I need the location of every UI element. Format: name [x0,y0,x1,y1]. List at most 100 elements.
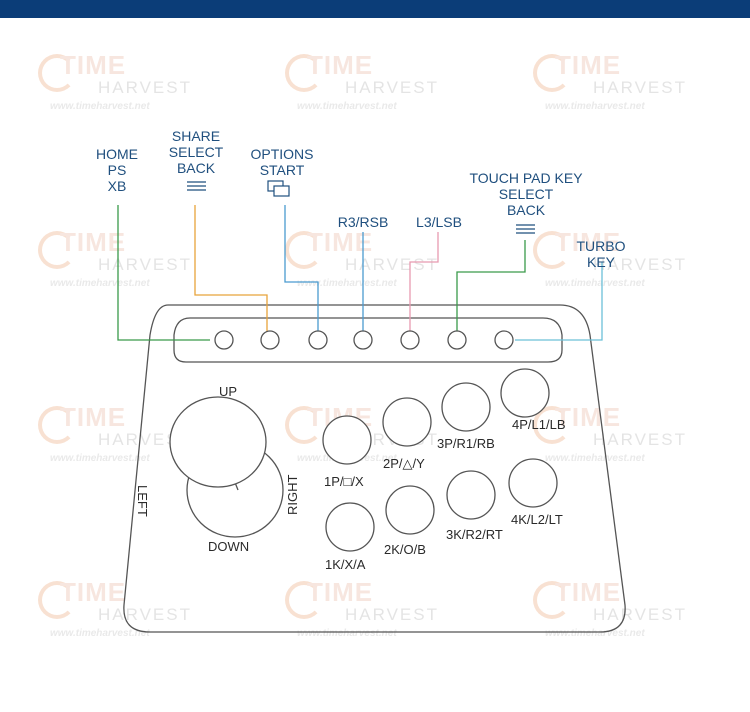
share-label: SHARE SELECT BACK [163,128,229,176]
button-1p[interactable] [322,415,372,465]
button-2k-label: 2K/O/B [384,542,426,557]
button-3p-label: 3P/R1/RB [437,436,495,451]
joystick-ball-top[interactable] [169,396,267,488]
watermark-line2: HARVEST [593,430,687,449]
watermark-swirl-icon [533,231,571,269]
watermark-url: www.timeharvest.net [50,453,150,464]
watermark-line2: HARVEST [345,78,439,97]
watermark-line2: HARVEST [98,605,192,624]
watermark-swirl-icon [38,231,76,269]
watermark-line2: HARVEST [345,605,439,624]
joystick-left-label: LEFT [135,485,150,517]
watermark-url: www.timeharvest.net [50,278,150,289]
button-4p-label: 4P/L1/LB [512,417,566,432]
watermark-line1: TIME [555,50,622,80]
share-label-line3: BACK [176,160,216,176]
button-2p-label: 2P/△/Y [383,456,425,471]
watermark-swirl-icon [533,54,571,92]
home-button[interactable] [214,330,234,350]
r3-button[interactable] [353,330,373,350]
watermark-swirl-icon [533,406,571,444]
watermark-line1: TIME [60,227,127,257]
watermark-line1: TIME [60,50,127,80]
joystick-down-label: DOWN [208,539,250,554]
watermark-line1: TIME [555,227,622,257]
home-leader-line [117,205,210,341]
watermark-swirl-icon [285,54,323,92]
l3-label: L3/LSB [416,214,462,230]
stick-top-panel-outline [173,317,563,363]
watermark-line1: TIME [60,577,127,607]
options-leader-line [284,205,319,332]
home-label-line1: HOME [96,146,138,162]
stick-body-outline [123,304,626,633]
watermark-url: www.timeharvest.net [545,278,645,289]
button-3k-label: 3K/R2/RT [446,527,503,542]
button-4p[interactable] [500,368,550,418]
button-1p-label: 1P/□/X [324,474,364,489]
watermark-url: www.timeharvest.net [297,278,397,289]
button-4k-label: 4K/L2/LT [511,512,563,527]
turbo-button[interactable] [494,330,514,350]
options-button[interactable] [308,330,328,350]
share-menu-icon [187,181,206,191]
watermark-url: www.timeharvest.net [50,628,150,639]
watermark-swirl-icon [285,581,323,619]
options-label: OPTIONS START [243,146,321,178]
turbo-label: TURBO KEY [570,238,632,270]
share-button[interactable] [260,330,280,350]
watermark-url: www.timeharvest.net [545,101,645,112]
share-label-line1: SHARE [171,128,221,144]
button-2k[interactable] [385,485,435,535]
touchpad-button[interactable] [447,330,467,350]
button-2p[interactable] [382,397,432,447]
turbo-label-line2: KEY [586,254,615,270]
watermark-line2: HARVEST [593,78,687,97]
watermark-url: www.timeharvest.net [50,101,150,112]
watermark-line2: HARVEST [345,255,439,274]
watermark-line2: HARVEST [98,78,192,97]
button-1k[interactable] [325,502,375,552]
button-3k[interactable] [446,470,496,520]
watermark-swirl-icon [38,581,76,619]
turbo-label-line1: TURBO [576,238,626,254]
watermark-line2: HARVEST [98,255,192,274]
button-4k[interactable] [508,458,558,508]
watermark-url: www.timeharvest.net [297,628,397,639]
touchpad-label: TOUCH PAD KEY SELECT BACK [462,170,590,218]
share-leader-line [194,205,268,332]
turbo-leader-line [515,262,603,341]
watermark-line1: TIME [307,50,374,80]
watermark-line1: TIME [307,577,374,607]
watermark-line1: TIME [555,402,622,432]
home-label-line2: PS [107,162,127,178]
options-label-line1: OPTIONS [250,146,314,162]
l3-button[interactable] [400,330,420,350]
watermark-line1: TIME [60,402,127,432]
touchpad-label-line2: SELECT [498,186,554,202]
button-1k-label: 1K/X/A [325,557,366,572]
touchpad-label-line3: BACK [506,202,546,218]
touchpad-leader-line [456,240,526,332]
r3-label: R3/RSB [337,214,389,230]
touchpad-menu-icon [516,224,535,234]
home-label-line3: XB [107,178,127,194]
watermark-url: www.timeharvest.net [297,101,397,112]
button-3p[interactable] [441,382,491,432]
header-bar [0,0,750,18]
touchpad-label-line1: TOUCH PAD KEY [469,170,583,186]
home-label: HOME PS XB [88,146,146,194]
watermark-line1: TIME [555,577,622,607]
watermark-line1: TIME [307,227,374,257]
watermark-line2: HARVEST [593,605,687,624]
watermark-url: www.timeharvest.net [545,453,645,464]
